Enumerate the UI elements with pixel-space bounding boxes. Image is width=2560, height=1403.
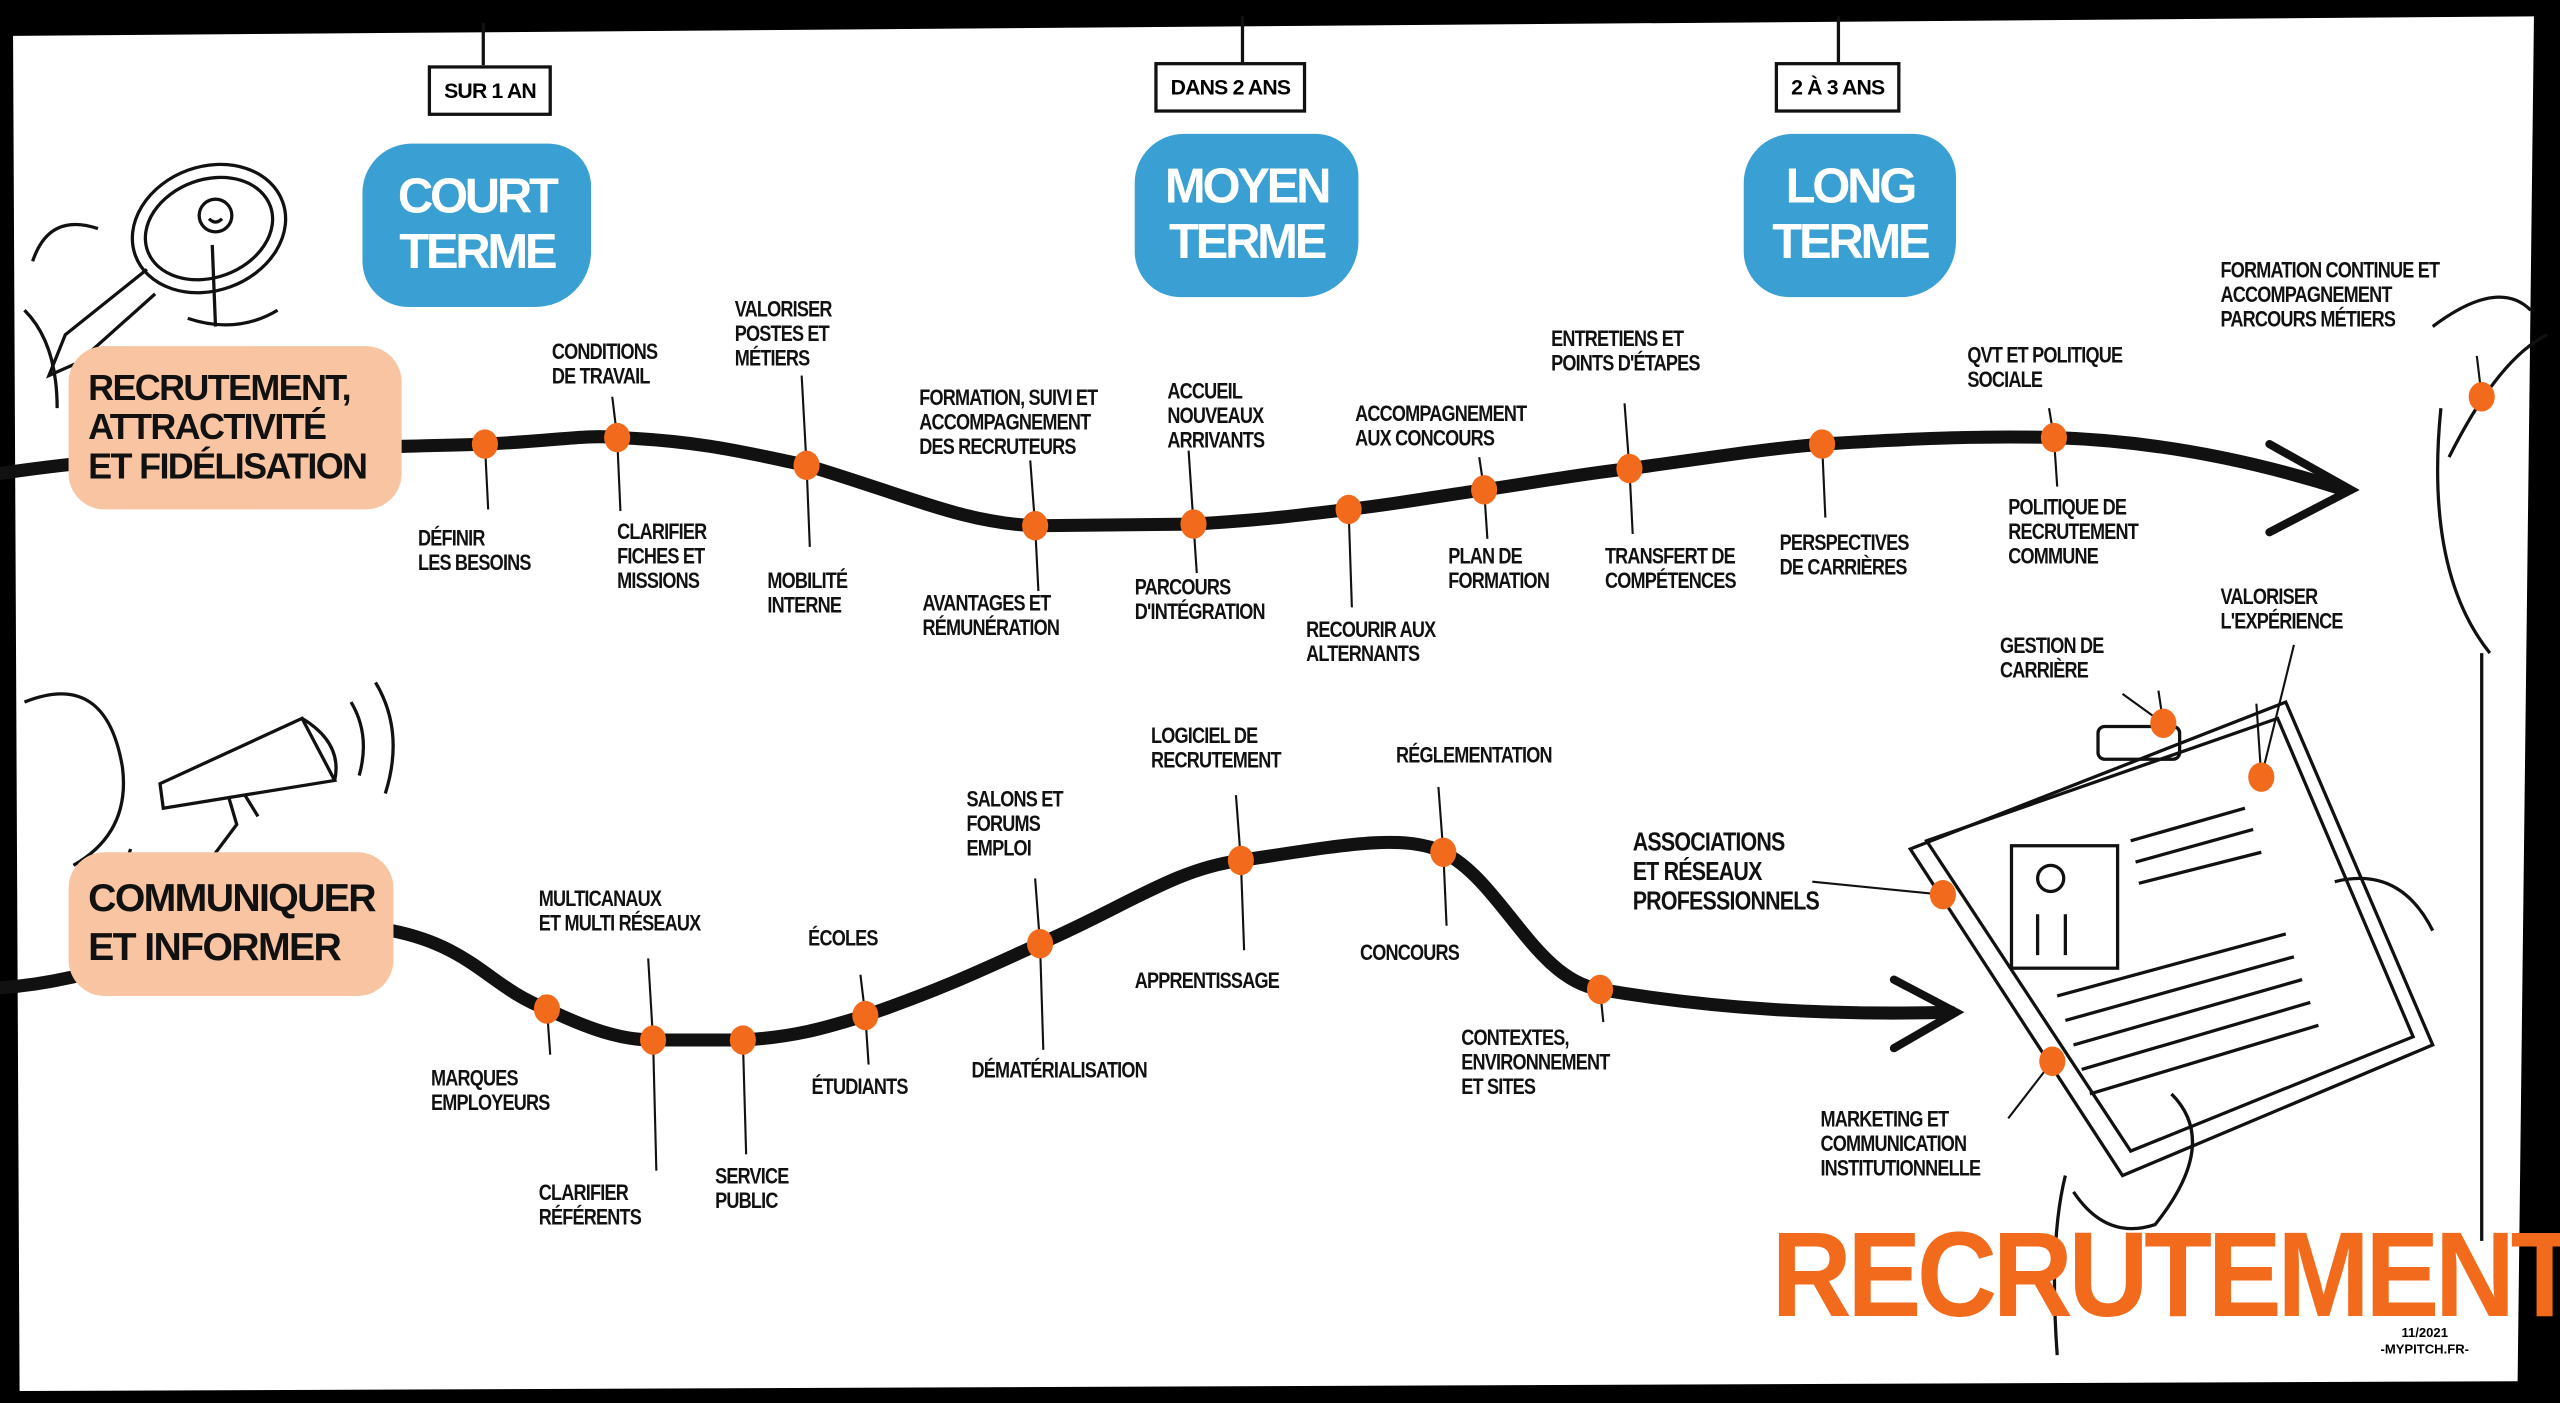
- milestone-dot: [2248, 762, 2275, 792]
- label-entretiens: ENTRETIENS ET POINTS D'ÉTAPES: [1551, 326, 1700, 376]
- milestone-dot: [852, 1000, 879, 1031]
- leader-line: [741, 1039, 748, 1155]
- milestone-dot: [1809, 429, 1836, 459]
- leader-line: [800, 375, 808, 466]
- label-accompagnement-concours: ACCOMPAGNEMENT AUX CONCOURS: [1355, 401, 1527, 451]
- label-plan-formation: PLAN DE FORMATION: [1448, 543, 1550, 593]
- label-multicanaux: MULTICANAUX ET MULTI RÉSEAUX: [538, 886, 701, 936]
- milestone-dots: [471, 382, 2495, 1076]
- label-parcours-integration: PARCOURS D'INTÉGRATION: [1134, 574, 1266, 624]
- track2-title: COMMUNIQUER ET INFORMER: [68, 852, 394, 996]
- milestone-dot: [1227, 845, 1254, 876]
- badge-long-term: LONG TERME: [1743, 133, 1956, 298]
- label-formation-continue: FORMATION CONTINUE ET ACCOMPAGNEMENT PAR…: [2220, 257, 2440, 332]
- label-concours: CONCOURS: [1360, 940, 1460, 965]
- milestone-dot: [793, 450, 820, 481]
- tag-short-term: SUR 1 AN: [427, 65, 553, 116]
- label-clarifier-fiches: CLARIFIER FICHES ET MISSIONS: [617, 519, 707, 593]
- label-conditions-travail: CONDITIONS DE TRAVAIL: [551, 339, 658, 389]
- label-perspectives: PERSPECTIVES DE CARRIÈRES: [1779, 530, 1910, 580]
- label-contextes: CONTEXTES, ENVIRONNEMENT ET SITES: [1461, 1025, 1610, 1099]
- label-valoriser-experience: VALORISER L'EXPÉRIENCE: [2220, 584, 2343, 634]
- label-formation-recruteurs: FORMATION, SUIVI ET ACCOMPAGNEMENT DES R…: [919, 385, 1098, 459]
- track1-line: [0, 430, 2352, 533]
- signature: 11/2021 -MYPITCH.FR-: [2380, 1325, 2469, 1357]
- track2-line: [0, 835, 1958, 1047]
- milestone-dot: [1180, 509, 1207, 539]
- milestone-dot: [1616, 453, 1643, 484]
- milestone-dot: [2039, 1046, 2066, 1076]
- label-service-public: SERVICE PUBLIC: [715, 1164, 789, 1214]
- label-politique-recrutement: POLITIQUE DE RECRUTEMENT COMMUNE: [2008, 494, 2139, 569]
- leader-line: [1239, 860, 1246, 951]
- label-ecoles: ÉCOLES: [808, 925, 878, 951]
- label-dematerialisation: DÉMATÉRIALISATION: [971, 1057, 1147, 1083]
- badge-medium-term: MOYEN TERME: [1134, 133, 1359, 298]
- label-apprentissage: APPRENTISSAGE: [1134, 968, 1280, 993]
- milestone-dot: [1929, 880, 1956, 910]
- label-qvt: QVT ET POLITIQUE SOCIALE: [1967, 342, 2123, 392]
- label-alternants: RECOURIR AUX ALTERNANTS: [1306, 617, 1436, 667]
- label-marketing: MARKETING ET COMMUNICATION INSTITUTIONNE…: [1820, 1106, 1981, 1181]
- milestone-dot: [1586, 974, 1614, 1005]
- milestone-dot: [533, 994, 561, 1024]
- label-marques-employeurs: MARQUES EMPLOYEURS: [431, 1066, 550, 1116]
- milestone-dot: [729, 1025, 756, 1055]
- milestone-dot: [2468, 382, 2495, 412]
- label-mobilite-interne: MOBILITÉ INTERNE: [767, 568, 848, 618]
- label-salons-forums: SALONS ET FORUMS EMPLOI: [966, 786, 1064, 861]
- label-reglementation: RÉGLEMENTATION: [1395, 742, 1553, 768]
- main-title: RECRUTEMENT: [1771, 1206, 2560, 1343]
- milestone-dot: [471, 429, 498, 459]
- milestone-dot: [2150, 708, 2177, 738]
- label-avantages: AVANTAGES ET RÉMUNÉRATION: [922, 591, 1060, 641]
- milestone-dot: [640, 1025, 667, 1055]
- label-clarifier-referents: CLARIFIER RÉFÉRENTS: [538, 1180, 642, 1230]
- label-accueil: ACCUEIL NOUVEAUX ARRIVANTS: [1167, 378, 1265, 453]
- milestone-dot: [1430, 837, 1457, 867]
- tag-strings: [481, 16, 1841, 66]
- badge-short-term: COURT TERME: [362, 143, 592, 307]
- track1-title: RECRUTEMENT, ATTRACTIVITÉ ET FIDÉLISATIO…: [68, 346, 402, 510]
- milestone-dot: [1026, 929, 1054, 959]
- leader-line: [652, 1040, 658, 1171]
- milestone-dot: [2040, 422, 2067, 453]
- label-valoriser-postes: VALORISER POSTES ET MÉTIERS: [734, 297, 833, 371]
- milestone-dot: [1471, 475, 1498, 505]
- label-transfert-competences: TRANSFERT DE COMPÉTENCES: [1604, 543, 1737, 593]
- label-logiciel: LOGICIEL DE RECRUTEMENT: [1151, 723, 1282, 773]
- track1-arrowhead: [2265, 440, 2360, 537]
- leader-line: [1347, 509, 1353, 608]
- label-etudiants: ÉTUDIANTS: [811, 1074, 908, 1099]
- label-associations: ASSOCIATIONS ET RÉSEAUX PROFESSIONNELS: [1632, 829, 1820, 916]
- tag-long-term: 2 À 3 ANS: [1774, 62, 1901, 113]
- leader-line: [1812, 880, 1944, 896]
- milestone-dot: [1335, 494, 1362, 525]
- magnifier-person-illustration: [23, 162, 288, 409]
- track2-arrowhead: [1889, 975, 1965, 1053]
- timelines: [0, 430, 2360, 1053]
- leader-line: [1038, 943, 1045, 1050]
- leader-line: [2260, 644, 2295, 778]
- milestone-dot: [604, 422, 631, 453]
- label-definir-besoins: DÉFINIR LES BESOINS: [417, 525, 531, 575]
- tag-medium-term: DANS 2 ANS: [1154, 62, 1307, 113]
- milestone-dot: [1022, 511, 1049, 541]
- label-gestion-carriere: GESTION DE CARRIÈRE: [2000, 633, 2104, 683]
